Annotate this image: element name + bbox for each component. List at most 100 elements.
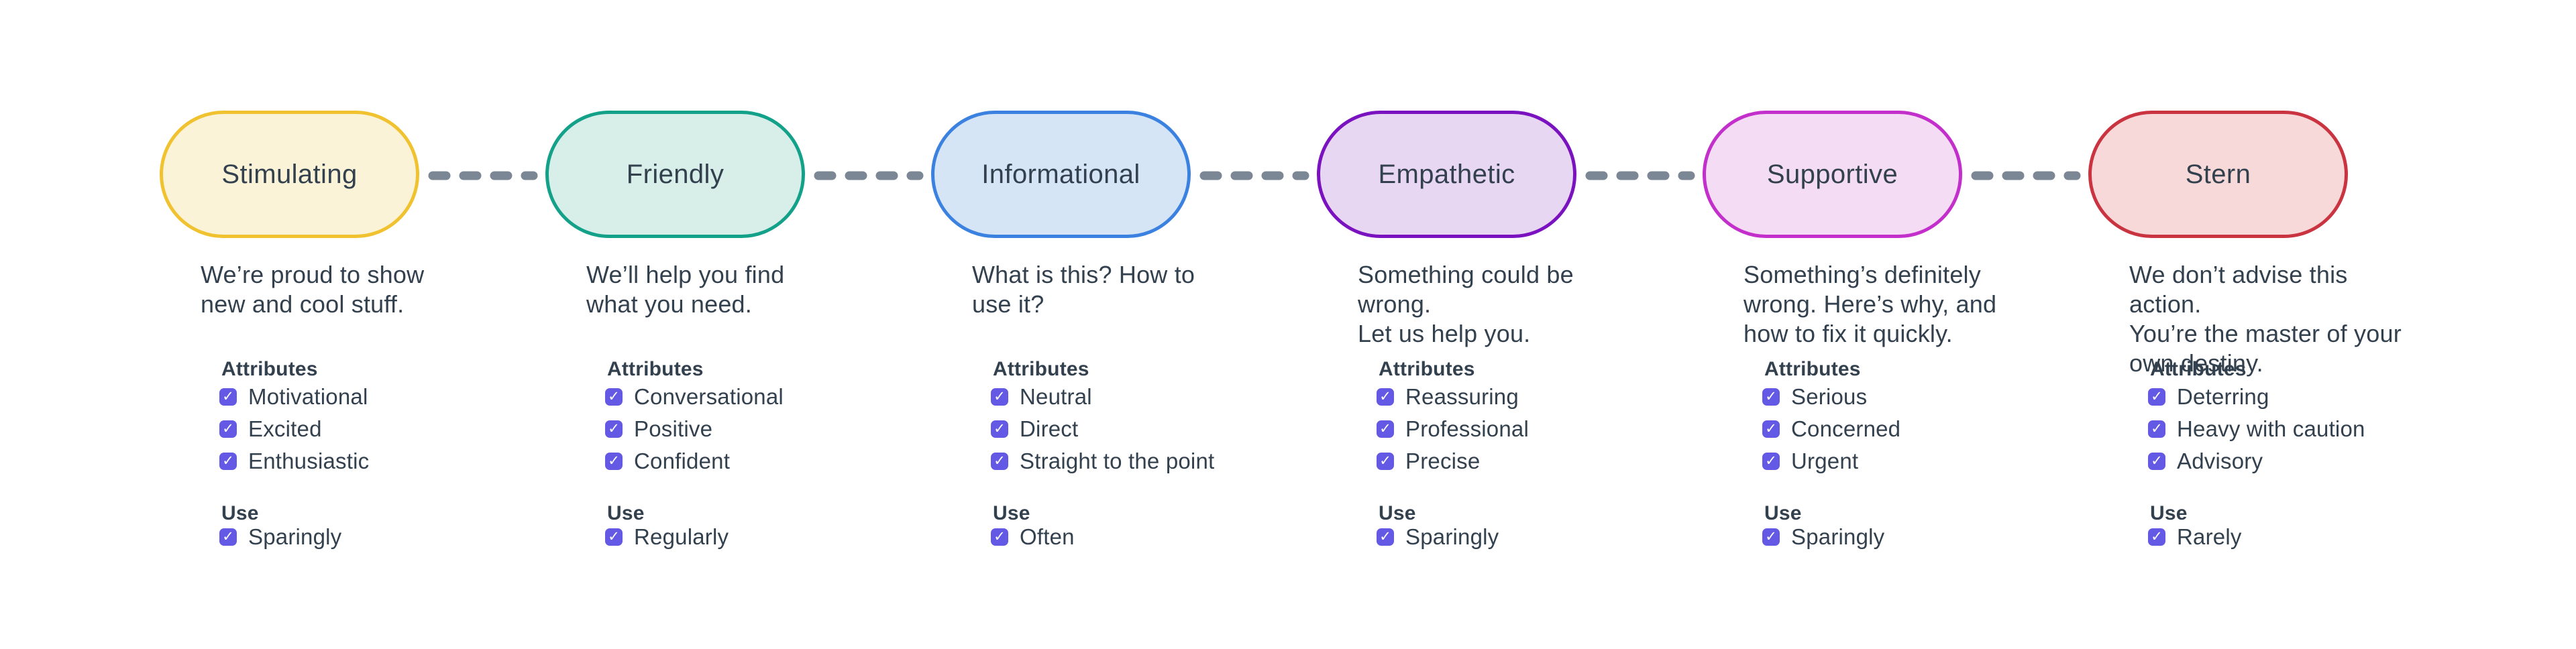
tone-node-supportive: Supportive Something’s definitely wrong.… — [1640, 0, 2025, 549]
attribute-label: Positive — [634, 416, 713, 441]
checkbox-checked[interactable]: ✓ — [219, 453, 237, 470]
checkbox-checked[interactable]: ✓ — [1762, 528, 1780, 546]
tone-pill: Empathetic — [1317, 111, 1576, 238]
use-row: ✓ Regularly — [605, 524, 868, 549]
checkbox-checked[interactable]: ✓ — [219, 388, 237, 406]
check-icon: ✓ — [2151, 421, 2163, 436]
attribute-label: Direct — [1020, 416, 1079, 441]
checkbox-checked[interactable]: ✓ — [991, 420, 1008, 438]
tone-node-stimulating: Stimulating We’re proud to show new and … — [97, 0, 482, 548]
use-row: ✓ Often — [991, 526, 1254, 548]
check-icon: ✓ — [994, 389, 1006, 404]
check-icon: ✓ — [608, 453, 620, 469]
attribute-label: Straight to the point — [1020, 449, 1215, 473]
attribute-row: ✓ Excited — [219, 416, 482, 441]
tone-pill: Friendly — [545, 111, 805, 238]
checkbox-checked[interactable]: ✓ — [1377, 453, 1394, 470]
check-icon: ✓ — [1379, 389, 1391, 404]
checkbox-checked[interactable]: ✓ — [1762, 453, 1780, 470]
tone-title: Informational — [981, 159, 1140, 189]
attribute-label: Excited — [248, 416, 322, 441]
attribute-row: ✓ Motivational — [219, 384, 482, 409]
checkbox-checked[interactable]: ✓ — [605, 528, 623, 546]
check-icon: ✓ — [1379, 453, 1391, 469]
tone-description: We’ll help you find what you need. — [586, 261, 785, 318]
check-icon: ✓ — [222, 389, 234, 404]
attribute-row: ✓ Reassuring — [1377, 386, 1640, 408]
attribute-row: ✓ Deterring — [2148, 386, 2411, 408]
checkbox-checked[interactable]: ✓ — [991, 528, 1008, 546]
use-label: Regularly — [634, 524, 729, 549]
check-icon: ✓ — [994, 453, 1006, 469]
use-header: Use — [2150, 502, 2188, 524]
tone-pill: Stimulating — [160, 111, 419, 238]
checkbox-checked[interactable]: ✓ — [605, 420, 623, 438]
use-header: Use — [1764, 502, 1802, 524]
attribute-row: ✓ Enthusiastic — [219, 449, 482, 473]
check-icon: ✓ — [2151, 529, 2163, 544]
tone-description: Something could be wrong. Let us help yo… — [1358, 261, 1574, 347]
attribute-row: ✓ Urgent — [1762, 449, 2025, 473]
tone-description: What is this? How to use it? — [972, 261, 1195, 318]
tone-node-informational: Informational What is this? How to use i… — [868, 0, 1254, 548]
checkbox-checked[interactable]: ✓ — [1377, 388, 1394, 406]
attribute-label: Concerned — [1791, 416, 1901, 441]
attributes-header: Attributes — [607, 358, 704, 380]
attribute-label: Precise — [1405, 449, 1481, 473]
use-header: Use — [221, 502, 259, 524]
check-icon: ✓ — [608, 421, 620, 436]
checkbox-checked[interactable]: ✓ — [2148, 388, 2165, 406]
tone-description: Something’s definitely wrong. Here’s why… — [1743, 261, 1997, 347]
check-icon: ✓ — [608, 389, 620, 404]
attribute-label: Advisory — [2177, 449, 2263, 473]
checkbox-checked[interactable]: ✓ — [2148, 420, 2165, 438]
tone-description: We don’t advise this action. You’re the … — [2129, 261, 2402, 377]
attribute-row: ✓ Conversational — [605, 384, 868, 409]
check-icon: ✓ — [608, 529, 620, 544]
check-icon: ✓ — [222, 529, 234, 544]
tone-description: We’re proud to show new and cool stuff. — [201, 261, 425, 318]
attribute-label: Motivational — [248, 384, 368, 409]
checkbox-checked[interactable]: ✓ — [991, 453, 1008, 470]
use-header: Use — [993, 502, 1030, 524]
checkbox-checked[interactable]: ✓ — [991, 388, 1008, 406]
use-label: Sparingly — [1405, 524, 1499, 549]
checkbox-checked[interactable]: ✓ — [605, 453, 623, 470]
check-icon: ✓ — [994, 421, 1006, 436]
tone-title: Stern — [2185, 159, 2251, 189]
use-row: ✓ Sparingly — [219, 526, 482, 548]
attributes-header: Attributes — [2150, 358, 2247, 380]
check-icon: ✓ — [1765, 389, 1777, 404]
attribute-row: ✓ Professional — [1377, 418, 1640, 440]
attribute-label: Enthusiastic — [248, 449, 370, 473]
attribute-label: Urgent — [1791, 449, 1859, 473]
tone-node-empathetic: Empathetic Something could be wrong. Let… — [1254, 0, 1640, 549]
attribute-row: ✓ Positive — [605, 416, 868, 441]
use-label: Sparingly — [1791, 524, 1885, 549]
attribute-label: Conversational — [634, 384, 784, 409]
checkbox-checked[interactable]: ✓ — [605, 388, 623, 406]
attributes-header: Attributes — [993, 358, 1089, 380]
attribute-label: Heavy with caution — [2177, 416, 2365, 441]
check-icon: ✓ — [222, 421, 234, 436]
attributes-header: Attributes — [1764, 358, 1861, 380]
checkbox-checked[interactable]: ✓ — [1762, 388, 1780, 406]
check-icon: ✓ — [994, 529, 1006, 544]
checkbox-checked[interactable]: ✓ — [1377, 528, 1394, 546]
check-icon: ✓ — [2151, 389, 2163, 404]
checkbox-checked[interactable]: ✓ — [1762, 420, 1780, 438]
use-header: Use — [607, 502, 645, 524]
use-label: Rarely — [2177, 524, 2242, 549]
tone-title: Friendly — [626, 159, 724, 189]
tone-node-friendly: Friendly We’ll help you find what you ne… — [482, 0, 868, 549]
tone-pill: Informational — [931, 111, 1191, 238]
checkbox-checked[interactable]: ✓ — [219, 420, 237, 438]
attributes-header: Attributes — [1379, 358, 1475, 380]
checkbox-checked[interactable]: ✓ — [2148, 528, 2165, 546]
attribute-row: ✓ Straight to the point — [991, 449, 1254, 473]
checkbox-checked[interactable]: ✓ — [1377, 420, 1394, 438]
tone-pill: Stern — [2088, 111, 2348, 238]
checkbox-checked[interactable]: ✓ — [2148, 453, 2165, 470]
checkbox-checked[interactable]: ✓ — [219, 528, 237, 546]
